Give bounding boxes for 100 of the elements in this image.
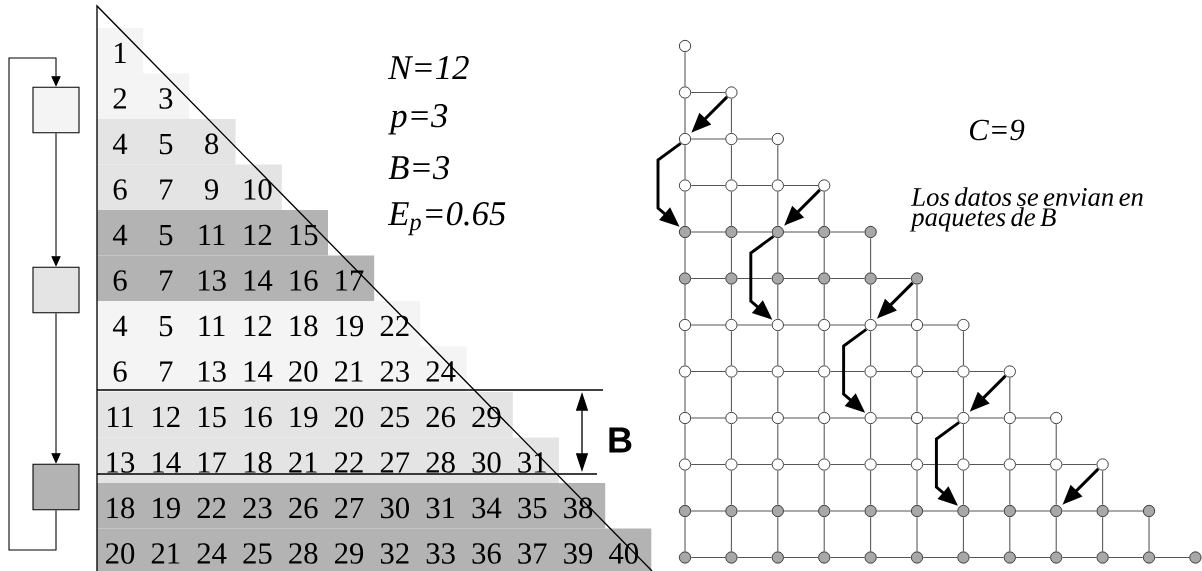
grid-line — [829, 370, 865, 373]
grid-line — [916, 423, 918, 459]
grid-node — [1003, 411, 1016, 425]
grid-node — [725, 504, 738, 518]
grid-node — [818, 504, 831, 518]
table-cell: 40 — [609, 543, 638, 564]
grid-line — [777, 191, 779, 227]
process-box — [32, 86, 80, 134]
grid-line — [690, 370, 726, 373]
grid-line — [1009, 516, 1011, 552]
grid-line — [870, 377, 872, 413]
grid-line — [962, 423, 964, 459]
grid-line — [1015, 556, 1051, 559]
table-cell: 23 — [380, 361, 409, 382]
grid-node — [1050, 458, 1063, 471]
table-cell: 4 — [112, 224, 128, 245]
grid-line — [922, 417, 958, 419]
grid-line — [962, 330, 964, 366]
table-cell: 26 — [289, 497, 318, 519]
grid-line — [876, 463, 912, 466]
table-cell: 16 — [244, 406, 272, 428]
table-cell: 36 — [472, 543, 501, 564]
table-cell: 12 — [244, 315, 272, 336]
grid-line — [777, 284, 779, 320]
grid-line — [730, 423, 732, 459]
grid-line — [1015, 417, 1051, 419]
table-cell: 29 — [335, 543, 364, 564]
table-cell: 13 — [107, 452, 135, 473]
grid-node — [725, 132, 738, 146]
table-cell: 4 — [112, 315, 128, 336]
grid-node — [910, 365, 924, 378]
table-cell: 18 — [244, 452, 272, 473]
grid-node — [864, 411, 877, 425]
table-cell: 19 — [336, 315, 364, 337]
grid-line — [1055, 516, 1057, 552]
grid-node — [678, 365, 692, 378]
grid-line — [876, 417, 912, 419]
table-cell: 3 — [159, 88, 173, 109]
grid-node — [725, 318, 738, 332]
table-cell: 18 — [107, 497, 135, 519]
table-cell: 12 — [153, 406, 180, 427]
table-cell: 27 — [335, 497, 364, 518]
grid-line — [730, 470, 732, 506]
table-cell: 19 — [290, 406, 318, 428]
grid-line — [1009, 377, 1011, 413]
grid-line — [916, 330, 918, 366]
grid-line — [737, 184, 773, 187]
grid-line — [876, 324, 912, 326]
grid-node — [864, 318, 877, 332]
grid-node — [771, 411, 784, 425]
grid-line — [690, 184, 726, 187]
grid-line — [829, 556, 865, 559]
grid-node — [771, 179, 784, 192]
grid-node — [818, 411, 831, 425]
grid-node — [910, 458, 924, 471]
grid-line — [823, 470, 825, 506]
grid-node — [771, 365, 784, 378]
table-cell: 6 — [113, 361, 127, 382]
grid-line — [823, 237, 825, 273]
grid-node — [1096, 458, 1109, 471]
grid-line — [1055, 423, 1057, 459]
parameter-label: p=3 — [388, 104, 448, 135]
grid-line — [876, 277, 912, 280]
grid-line — [777, 330, 779, 366]
grid-node — [1003, 551, 1016, 564]
table-cell: 27 — [380, 452, 410, 473]
grid-node — [910, 272, 924, 285]
grid-node — [678, 318, 692, 332]
table-cell: 31 — [518, 452, 546, 473]
grid-node — [818, 318, 831, 332]
table-cell: 35 — [518, 497, 547, 519]
grid-line — [922, 370, 958, 373]
grid-line — [690, 138, 726, 140]
grid-line — [1055, 470, 1057, 506]
grid-line — [969, 463, 1005, 466]
grid-line — [730, 144, 732, 180]
grid-line — [962, 377, 964, 413]
grid-line — [823, 377, 825, 413]
grid-line — [823, 330, 825, 366]
grid-line — [922, 510, 958, 512]
table-cell: 14 — [153, 452, 181, 473]
table-cell: 21 — [151, 543, 180, 564]
grid-line — [777, 470, 779, 506]
table-cell: 18 — [290, 315, 318, 337]
grid-node — [771, 272, 784, 285]
grid-line — [730, 516, 732, 552]
table-cell: 11 — [199, 224, 225, 245]
grid-line — [690, 277, 726, 280]
table-cell: 26 — [426, 406, 456, 428]
table-cell: 14 — [244, 361, 273, 382]
grid-node — [678, 272, 692, 285]
grid-line — [684, 51, 686, 87]
grid-node — [864, 504, 877, 518]
grid-line — [777, 377, 779, 413]
grid-line — [737, 370, 773, 373]
grid-node — [818, 179, 831, 192]
grid-line — [730, 330, 732, 366]
grid-line — [823, 423, 825, 459]
grid-line — [684, 516, 686, 552]
arrow — [8, 57, 61, 551]
